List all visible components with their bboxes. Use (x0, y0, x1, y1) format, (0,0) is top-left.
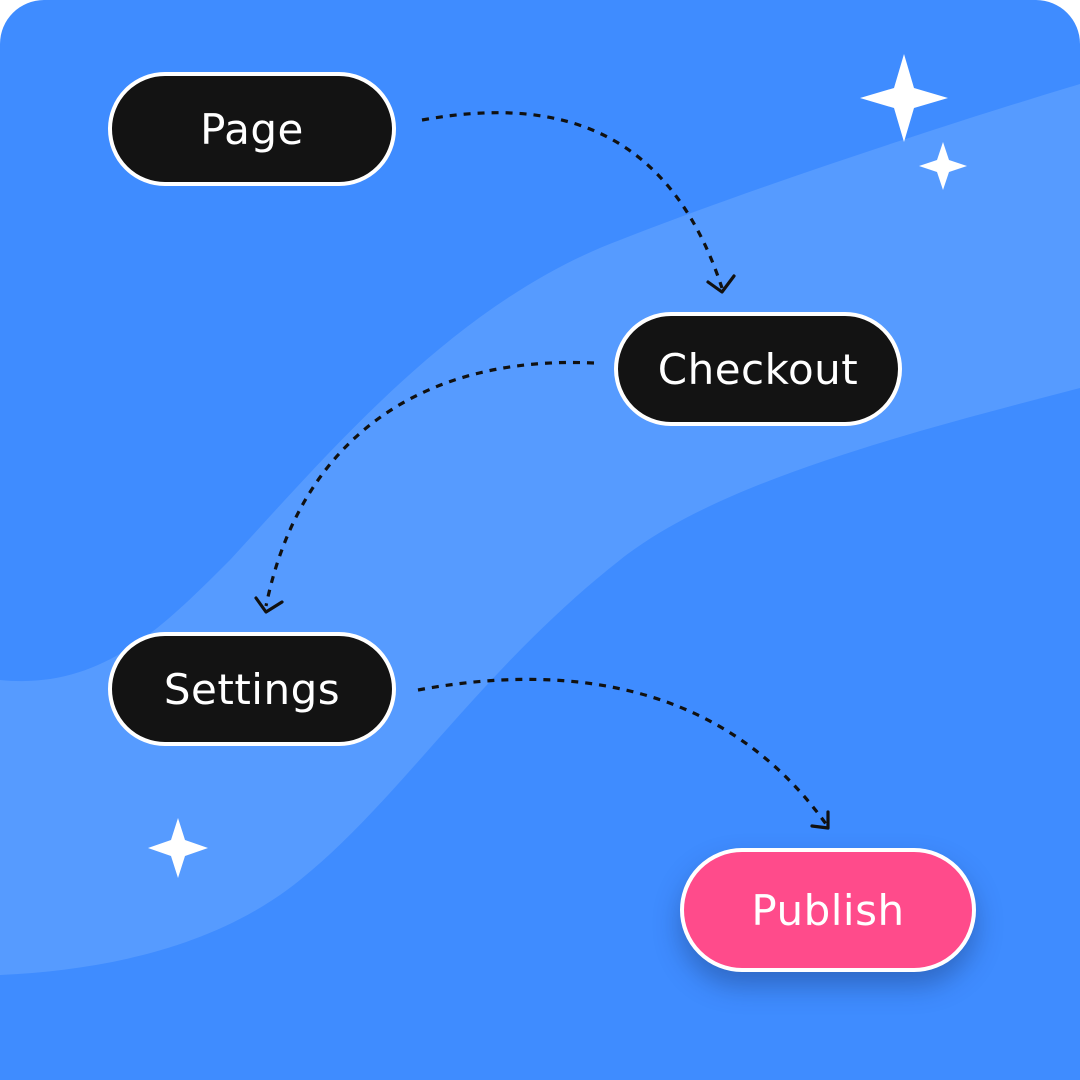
node-page-label: Page (200, 104, 304, 154)
connector-settings-to-publish (417, 677, 828, 825)
node-publish[interactable]: Publish (680, 848, 976, 972)
node-page[interactable]: Page (108, 72, 396, 186)
sparkle-icon (148, 818, 208, 878)
arrowhead-icon (254, 596, 284, 614)
background-wave (0, 84, 1080, 975)
connector-checkout-to-settings (264, 360, 595, 607)
connector-page-to-checkout (421, 111, 724, 289)
node-settings-label: Settings (163, 664, 341, 714)
node-checkout[interactable]: Checkout (614, 312, 902, 426)
arrowhead-icon (810, 810, 830, 830)
sparkle-icon (919, 142, 967, 190)
node-settings[interactable]: Settings (108, 632, 396, 746)
arrowhead-icon (706, 274, 736, 294)
node-checkout-label: Checkout (657, 344, 859, 394)
sparkle-icon (860, 54, 948, 142)
node-publish-label: Publish (751, 885, 905, 935)
